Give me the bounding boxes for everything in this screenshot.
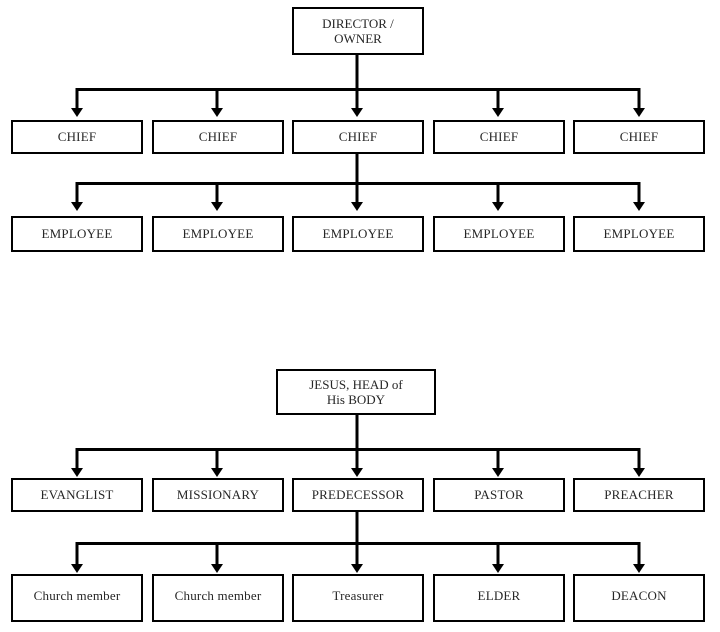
node-line-1: DIRECTOR /: [322, 15, 394, 31]
node-chief-4: CHIEF: [433, 120, 565, 154]
node-chief-2: CHIEF: [152, 120, 284, 154]
node-employee-1: EMPLOYEE: [11, 216, 143, 252]
node-chief-1: CHIEF: [11, 120, 143, 154]
node-elder: ELDER: [433, 574, 565, 622]
node-employee-5: EMPLOYEE: [573, 216, 705, 252]
node-treasurer: Treasurer: [292, 574, 424, 622]
node-pastor: PASTOR: [433, 478, 565, 512]
node-line-2: OWNER: [334, 31, 382, 46]
node-church-member-1: Church member: [11, 574, 143, 622]
node-employee-4: EMPLOYEE: [433, 216, 565, 252]
node-director-owner: DIRECTOR / OWNER: [292, 7, 424, 55]
node-employee-2: EMPLOYEE: [152, 216, 284, 252]
node-line-2: His BODY: [326, 392, 386, 407]
node-employee-3: EMPLOYEE: [292, 216, 424, 252]
org-chart-secular: DIRECTOR / OWNER CHIEF CHIEF CHIEF CHIEF…: [0, 0, 720, 260]
org-chart-church: JESUS, HEAD of His BODY EVANGLIST MISSIO…: [0, 360, 720, 632]
node-jesus-head-of-his-body: JESUS, HEAD of His BODY: [276, 369, 436, 415]
node-missionary: MISSIONARY: [152, 478, 284, 512]
node-evanglist: EVANGLIST: [11, 478, 143, 512]
node-predecessor: PREDECESSOR: [292, 478, 424, 512]
node-church-member-2: Church member: [152, 574, 284, 622]
node-chief-5: CHIEF: [573, 120, 705, 154]
node-deacon: DEACON: [573, 574, 705, 622]
node-chief-3: CHIEF: [292, 120, 424, 154]
node-line-1: JESUS, HEAD of: [309, 376, 403, 392]
node-preacher: PREACHER: [573, 478, 705, 512]
